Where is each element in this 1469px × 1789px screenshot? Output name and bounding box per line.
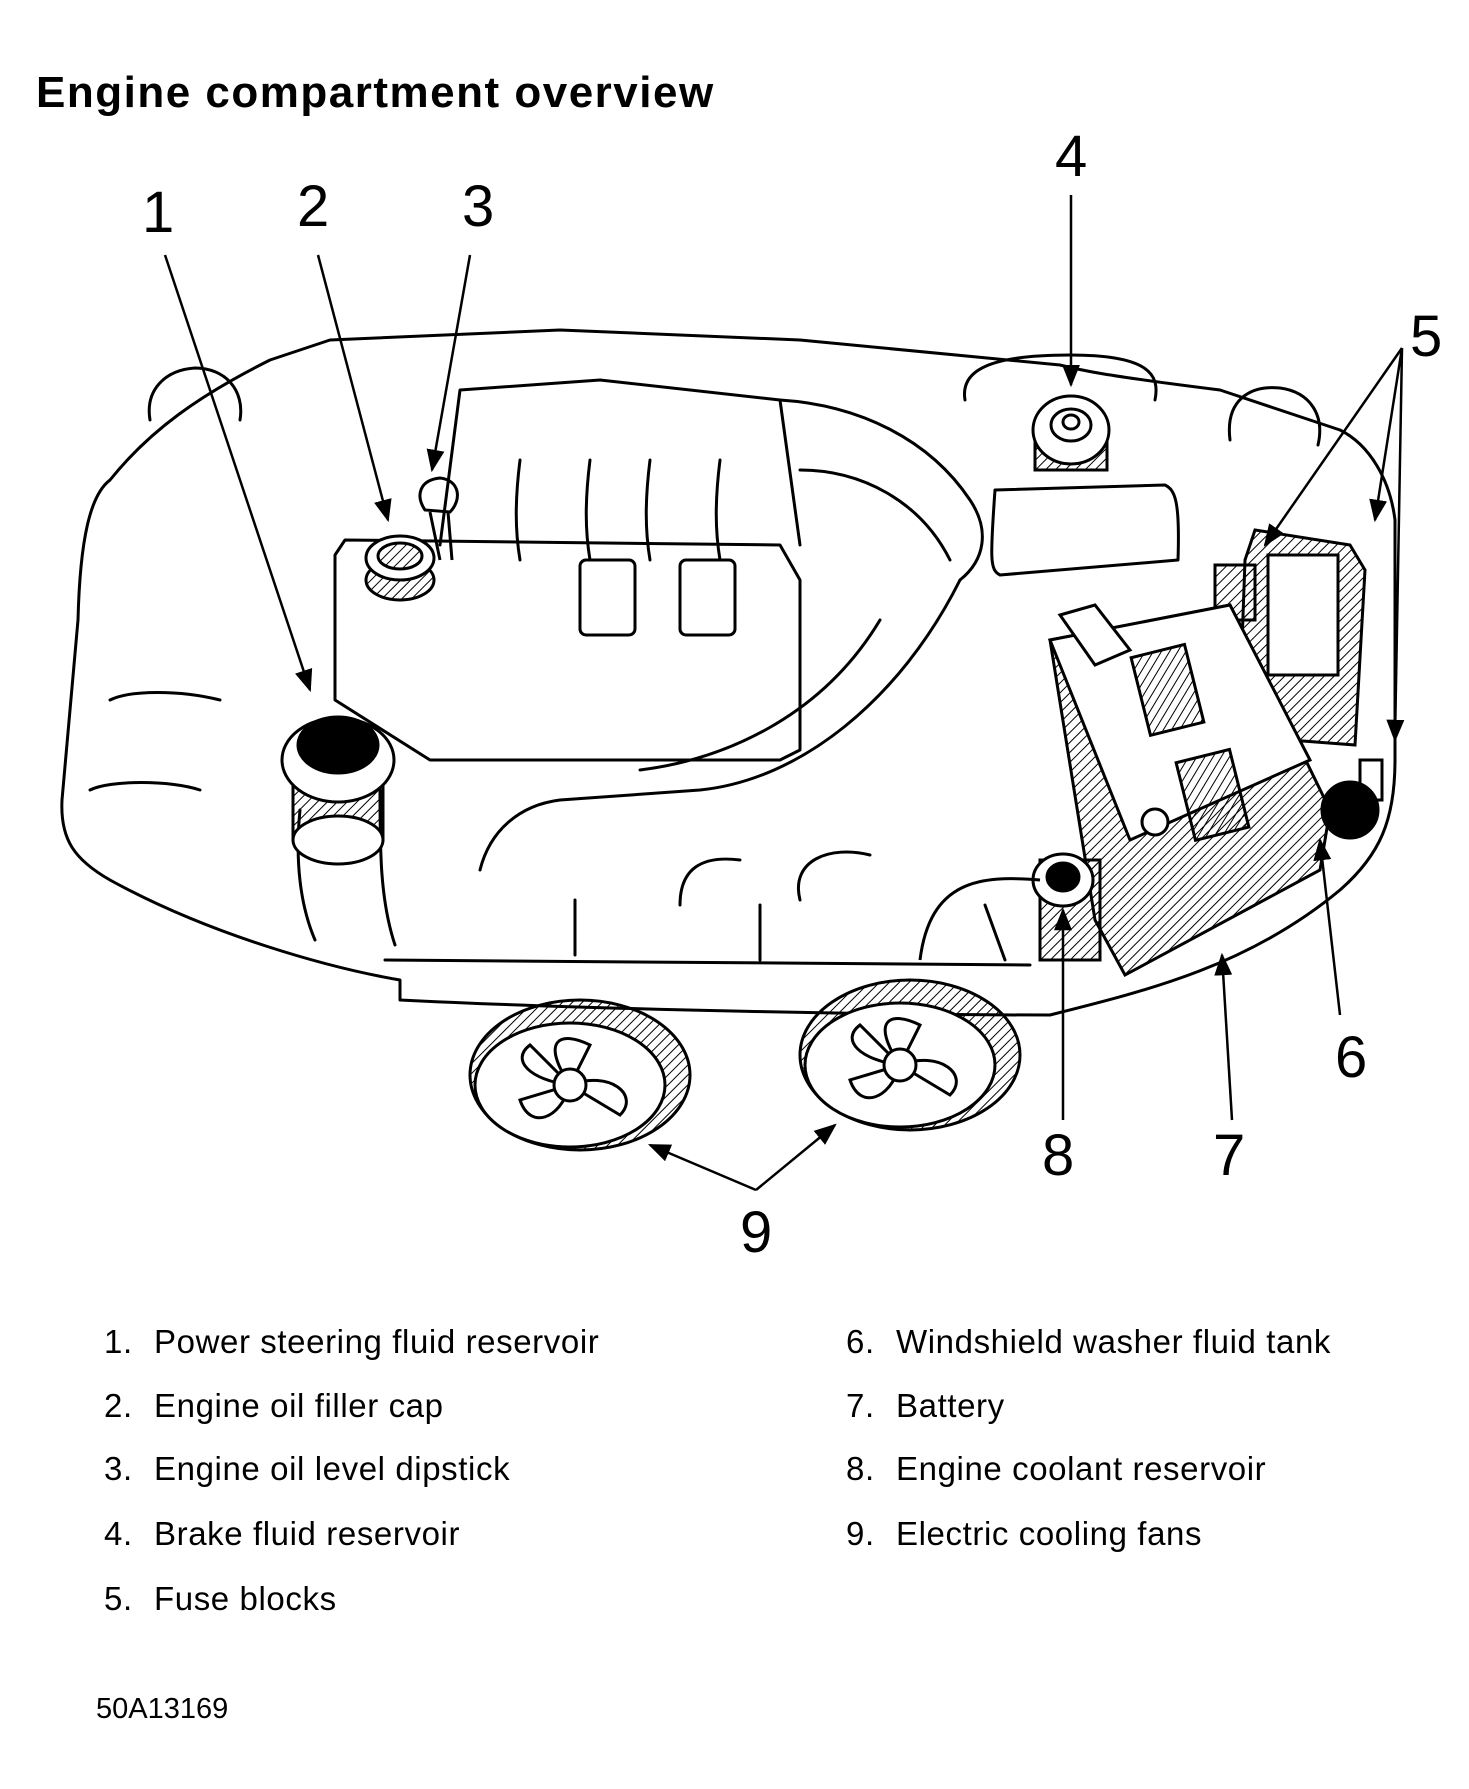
intake-duct <box>778 398 984 582</box>
brake-fluid-reservoir <box>1031 394 1111 472</box>
leader-line-1 <box>163 254 313 693</box>
leader-line-5a <box>1263 347 1404 547</box>
figure-code: 50A13169 <box>96 1693 229 1725</box>
callout-1: 1 <box>142 180 174 245</box>
battery <box>1047 603 1332 978</box>
callout-4: 4 <box>1055 124 1087 189</box>
legend-item-4: 4.Brake fluid reservoir <box>104 1515 461 1552</box>
leader-line-7 <box>1214 952 1234 1121</box>
cooling-fan-right <box>798 978 1022 1132</box>
leader-line-5b <box>1369 347 1404 523</box>
legend-item-2: 2.Engine oil filler cap <box>104 1387 444 1424</box>
callout-8: 8 <box>1042 1123 1074 1188</box>
ignition-coil-right <box>678 558 737 637</box>
legend-item-9: 9.Electric cooling fans <box>846 1515 1203 1552</box>
legend-item-8: 8.Engine coolant reservoir <box>846 1450 1267 1487</box>
callout-3: 3 <box>462 174 494 239</box>
callout-5: 5 <box>1410 304 1442 369</box>
callout-6: 6 <box>1335 1025 1367 1090</box>
leader-line-2 <box>316 254 392 523</box>
leader-line-3 <box>426 254 472 473</box>
cooling-fan-left <box>468 998 692 1152</box>
front-cross-member <box>383 898 1032 967</box>
left-strut-tower <box>147 366 243 422</box>
leader-line-9a <box>647 1143 757 1192</box>
legend-item-7: 7.Battery <box>846 1387 1005 1424</box>
air-filter-box <box>990 483 1180 577</box>
washer-fluid-tank-cap <box>1320 780 1380 840</box>
leader-line-6 <box>1313 837 1342 1016</box>
callout-2: 2 <box>297 174 329 239</box>
power-steering-reservoir <box>280 715 396 866</box>
leader-line-9b <box>755 1123 837 1191</box>
coolant-reservoir <box>918 852 1102 962</box>
legend-item-5: 5.Fuse blocks <box>104 1580 337 1617</box>
intake-runners <box>514 458 722 562</box>
legend-item-1: 1.Power steering fluid reservoir <box>104 1323 600 1360</box>
callout-7: 7 <box>1213 1123 1245 1188</box>
engine-bay-outline <box>60 328 1397 1017</box>
ignition-coil-left <box>578 558 637 637</box>
legend-item-3: 3.Engine oil level dipstick <box>104 1450 511 1487</box>
oil-dipstick <box>418 476 459 561</box>
right-strut-tower <box>1227 386 1322 447</box>
page-title: Engine compartment overview <box>36 68 715 117</box>
legend-item-6: 6.Windshield washer fluid tank <box>846 1323 1332 1360</box>
valve-cover <box>333 538 802 762</box>
leader-line-5c <box>1386 347 1405 743</box>
oil-filler-cap <box>364 534 436 602</box>
callout-9: 9 <box>740 1200 772 1265</box>
